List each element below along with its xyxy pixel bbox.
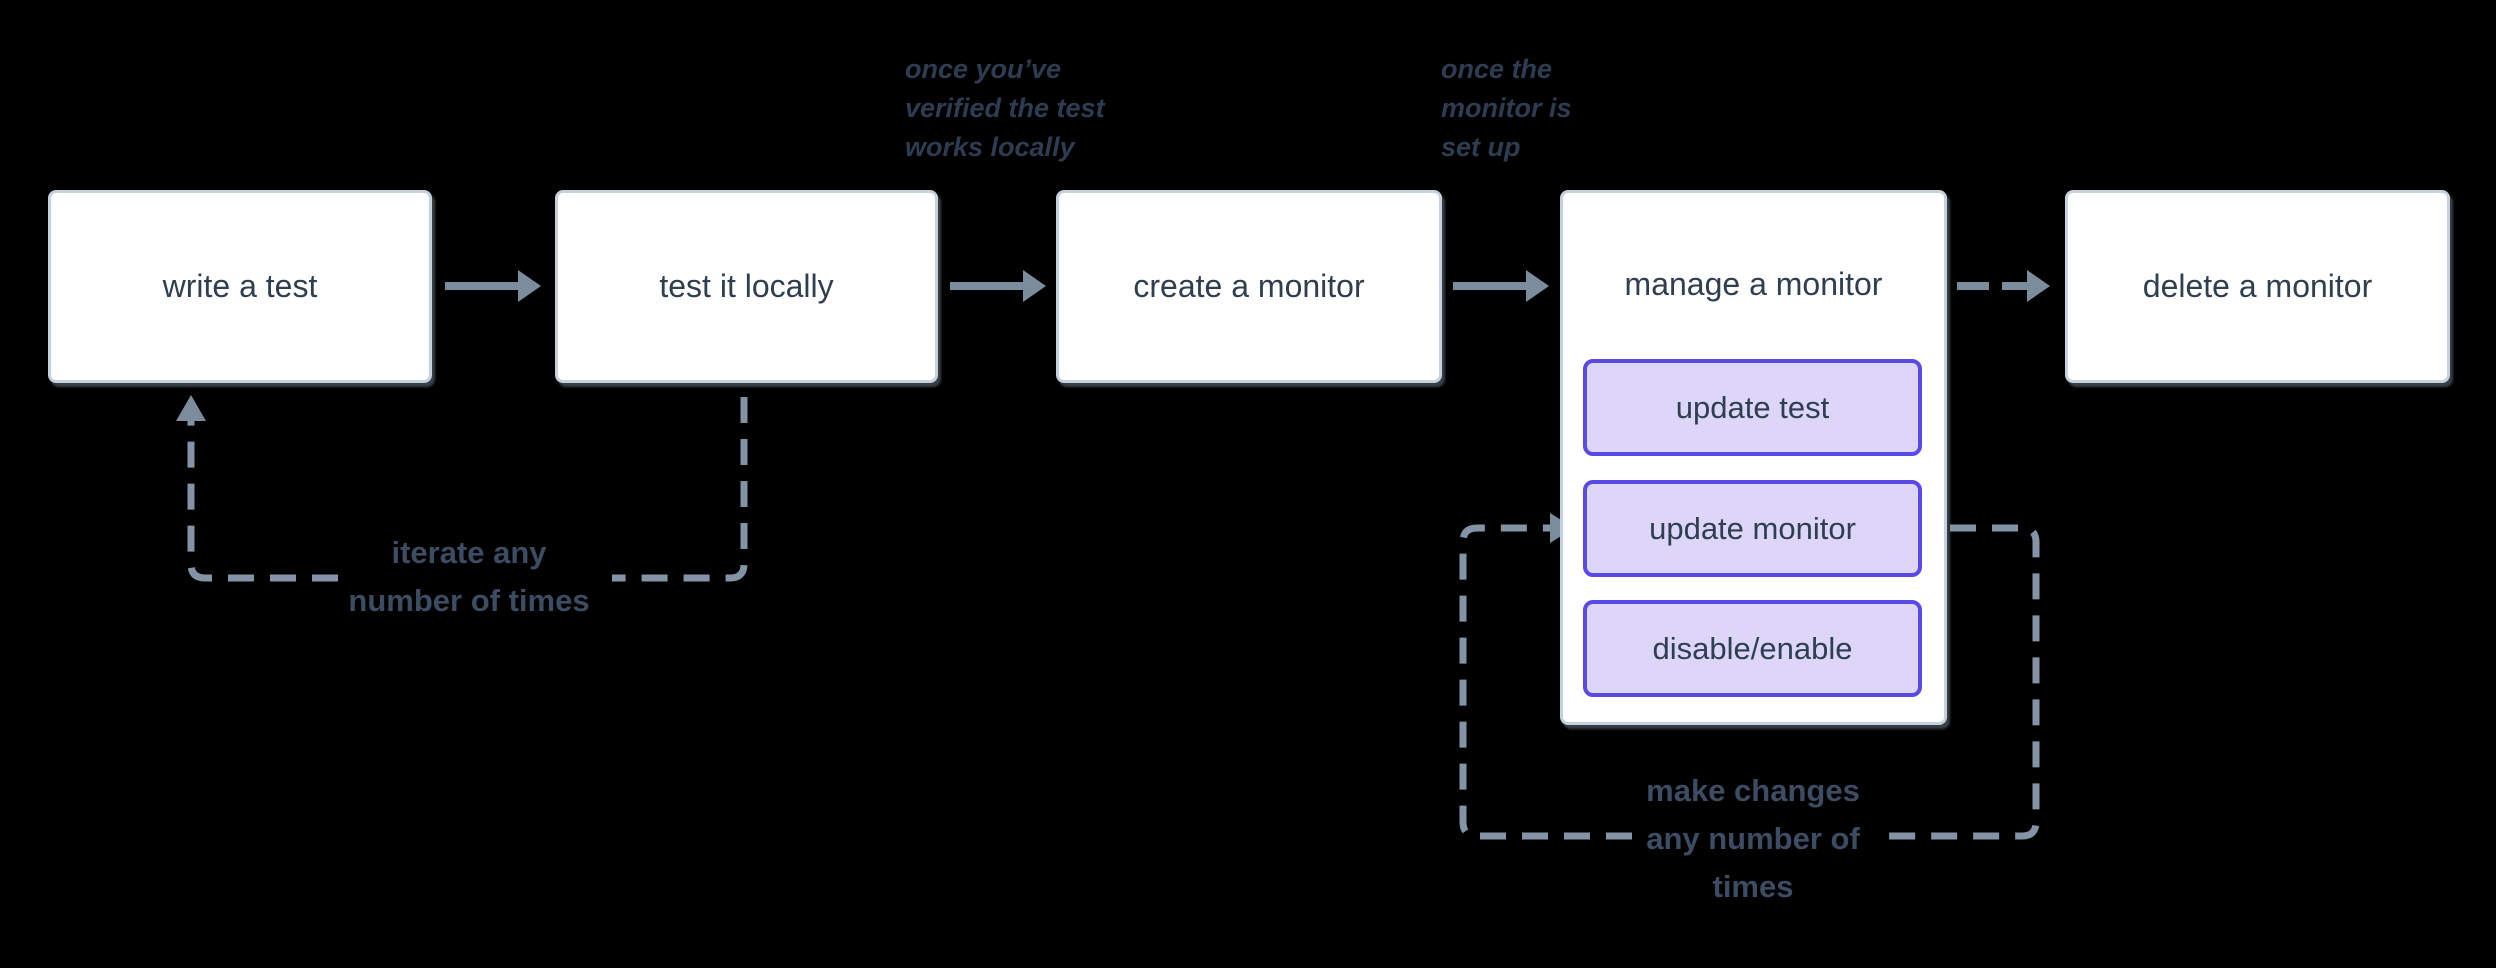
node-label: test it locally bbox=[659, 268, 834, 304]
dashed-arrow-right-icon bbox=[1957, 270, 2050, 302]
make-changes-loop-dashed-path bbox=[1459, 524, 2040, 840]
node-manage-monitor: manage a monitor update test update moni… bbox=[1560, 190, 1947, 725]
node-label: manage a monitor bbox=[1624, 265, 1883, 302]
loop-label-line: iterate any bbox=[391, 535, 547, 570]
node-label: delete a monitor bbox=[2142, 268, 2373, 304]
arrow-right-icon bbox=[445, 270, 541, 302]
node-label: create a monitor bbox=[1133, 268, 1365, 304]
sub-action-label: disable/enable bbox=[1652, 630, 1853, 666]
loop-label-make-changes: make changes any number of times bbox=[1573, 767, 1933, 911]
sub-action-update-monitor: update monitor bbox=[1583, 480, 1922, 577]
sub-action-disable-enable: disable/enable bbox=[1583, 600, 1922, 697]
loop-label-line: make changes bbox=[1646, 773, 1860, 808]
annotation-line: monitor is bbox=[1441, 93, 1572, 123]
loop-label-line: number of times bbox=[348, 583, 590, 618]
annotation-line: once the bbox=[1441, 54, 1553, 84]
sub-action-label: update test bbox=[1675, 389, 1830, 425]
node-label: write a test bbox=[162, 268, 318, 304]
node-test-locally: test it locally bbox=[555, 190, 938, 383]
node-delete-monitor: delete a monitor bbox=[2065, 190, 2450, 383]
annotation-line: once you’ve bbox=[905, 54, 1062, 84]
loop-label-line: any number of bbox=[1646, 821, 1860, 856]
node-create-monitor: create a monitor bbox=[1056, 190, 1442, 383]
annotation-monitor-set-up: once the monitor is set up bbox=[1441, 50, 1572, 167]
node-write-test: write a test bbox=[48, 190, 432, 383]
sub-action-label: update monitor bbox=[1649, 510, 1856, 546]
sub-action-update-test: update test bbox=[1583, 359, 1922, 456]
loop-label-line: times bbox=[1712, 869, 1794, 904]
annotation-line: works locally bbox=[905, 132, 1075, 162]
iterate-loop-dashed-path bbox=[187, 397, 748, 582]
arrow-right-icon bbox=[1453, 270, 1549, 302]
arrow-up-icon bbox=[176, 395, 206, 421]
loop-label-iterate: iterate any number of times bbox=[299, 529, 639, 625]
annotation-line: verified the test bbox=[905, 93, 1105, 123]
arrow-right-icon bbox=[950, 270, 1046, 302]
annotation-line: set up bbox=[1441, 132, 1521, 162]
annotation-verified-locally: once you’ve verified the test works loca… bbox=[905, 50, 1105, 167]
